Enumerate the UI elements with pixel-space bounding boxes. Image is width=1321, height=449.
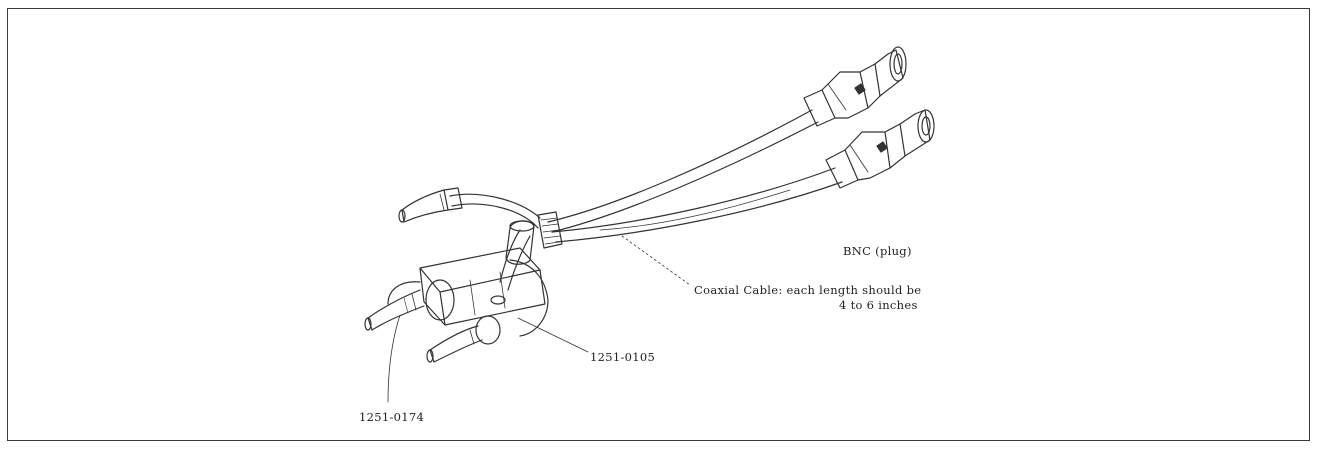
cable-sleeve xyxy=(505,220,535,265)
upper-coax-cable xyxy=(547,109,819,233)
part-1251-0105-label: 1251-0105 xyxy=(590,350,656,364)
left-banana-plug xyxy=(364,289,425,331)
adapter-feed-cable xyxy=(499,229,531,291)
leader-lines xyxy=(387,235,691,403)
part-1251-0174-label: 1251-0174 xyxy=(359,410,425,424)
ground-banana-plug xyxy=(398,189,449,223)
bnc-plug-label: BNC (plug) xyxy=(843,244,912,258)
right-banana-plug xyxy=(426,315,501,363)
lower-bnc-plug xyxy=(825,109,935,189)
upper-bnc-plug xyxy=(803,46,907,127)
lower-coax-cable xyxy=(551,167,843,243)
cable-junction xyxy=(537,211,563,249)
dual-banana-adapter xyxy=(387,247,549,337)
figure-frame xyxy=(7,8,1310,441)
ground-lead xyxy=(443,187,541,229)
coaxial-cable-label: Coaxial Cable: each length should be xyxy=(694,283,922,297)
coaxial-cable-length-label: 4 to 6 inches xyxy=(839,298,918,312)
